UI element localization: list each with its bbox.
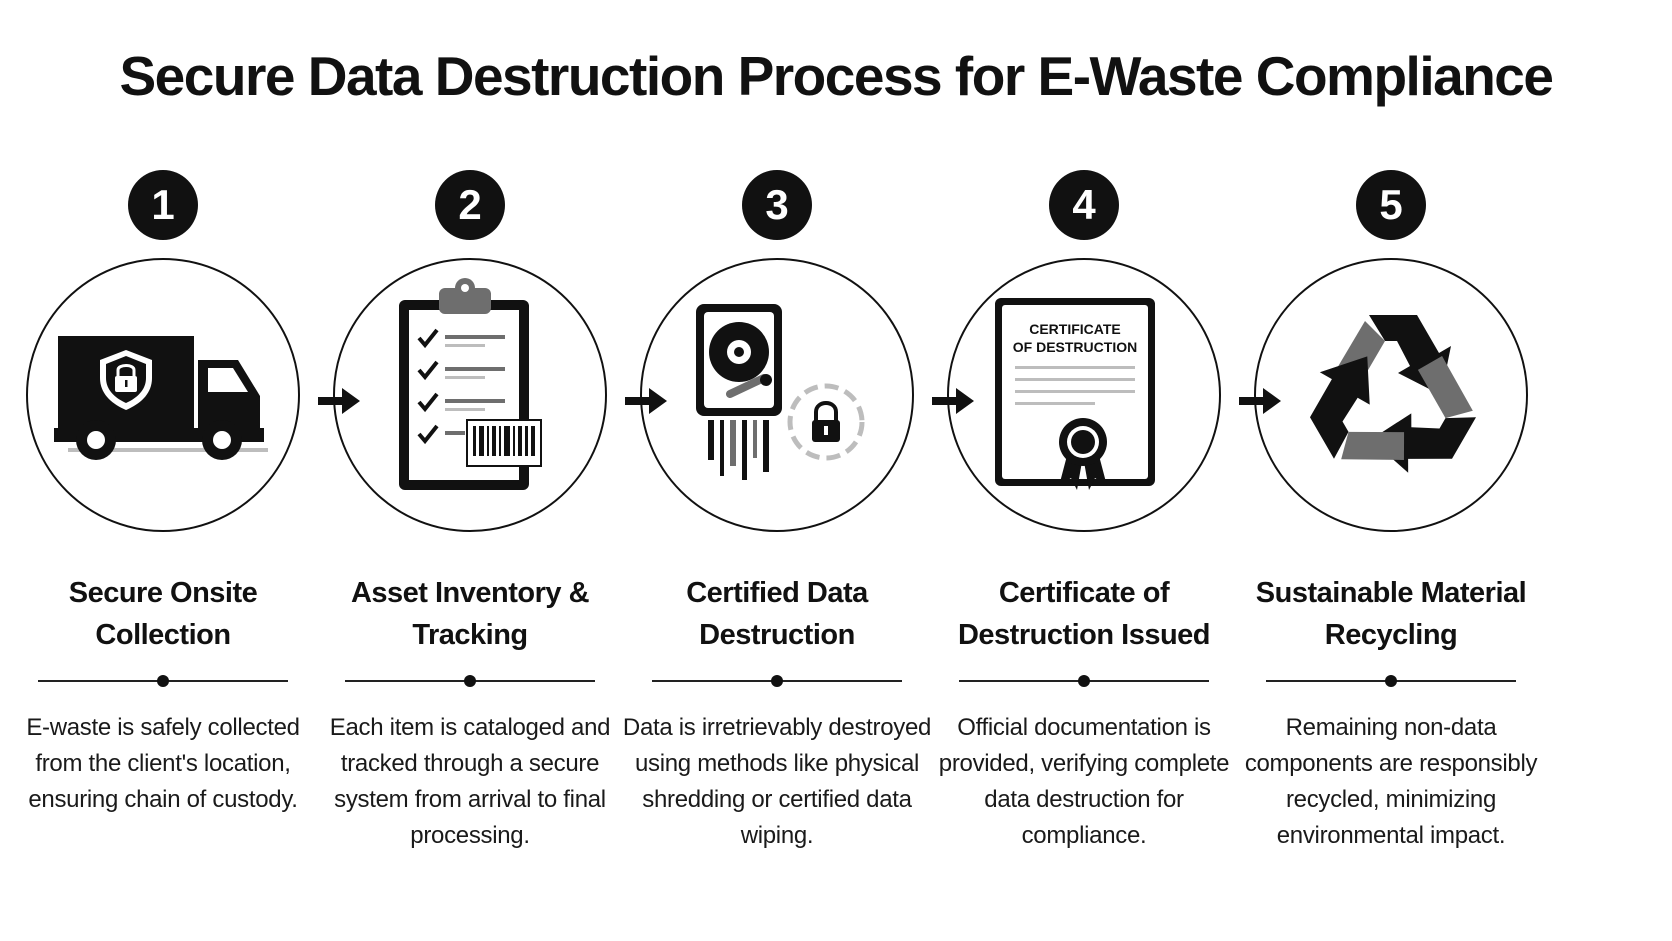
truck-with-lock-icon [54, 336, 268, 460]
step-divider [38, 675, 288, 687]
step-title: Certified Data Destruction [686, 577, 868, 651]
step-divider [1266, 675, 1516, 687]
step-divider [959, 675, 1209, 687]
step-title: Asset Inventory & Tracking [350, 577, 590, 651]
step-icon-circle: CERTIFICATE OF DESTRUCTION [947, 258, 1221, 532]
step-icon-circle [1254, 258, 1528, 532]
step-description: E-waste is safely collected from the cli… [26, 714, 300, 813]
page-title: Secure Data Destruction Process for E-Wa… [119, 45, 1554, 107]
recycle-icon [1309, 315, 1477, 473]
shredded-hard-drive-lock-icon [696, 304, 865, 480]
arrow-right-icon [932, 388, 974, 414]
arrow-right-icon [318, 388, 360, 414]
step-divider [652, 675, 902, 687]
step-title: Certificate of Destruction Issued [957, 577, 1211, 651]
step-icon-circle [26, 258, 300, 532]
step-number-badge: 4 [1049, 170, 1119, 240]
clipboard-checklist-barcode-icon [399, 278, 542, 490]
certificate-heading-line-1: CERTIFICATE [1029, 321, 1121, 337]
certificate-heading-line-2: OF DESTRUCTION [1013, 339, 1137, 355]
step-description: Remaining non-data components are respon… [1244, 714, 1538, 849]
step-number-badge: 1 [128, 170, 198, 240]
step-number-badge: 2 [435, 170, 505, 240]
step-number-badge: 3 [742, 170, 812, 240]
arrow-right-icon [625, 388, 667, 414]
step-icon-circle [333, 258, 607, 532]
step-description: Data is irretrievably destroyed using me… [622, 714, 932, 849]
step-divider [345, 675, 595, 687]
step-description: Each item is cataloged and tracked throu… [329, 714, 611, 849]
step-description: Official documentation is provided, veri… [938, 714, 1230, 849]
certificate-ribbon-icon: CERTIFICATE OF DESTRUCTION [995, 298, 1155, 490]
step-title: Secure Onsite Collection [68, 577, 258, 651]
step-icon-circle [640, 258, 914, 532]
arrow-right-icon [1239, 388, 1281, 414]
step-title: Sustainable Material Recycling [1255, 577, 1527, 651]
step-number-badge: 5 [1356, 170, 1426, 240]
